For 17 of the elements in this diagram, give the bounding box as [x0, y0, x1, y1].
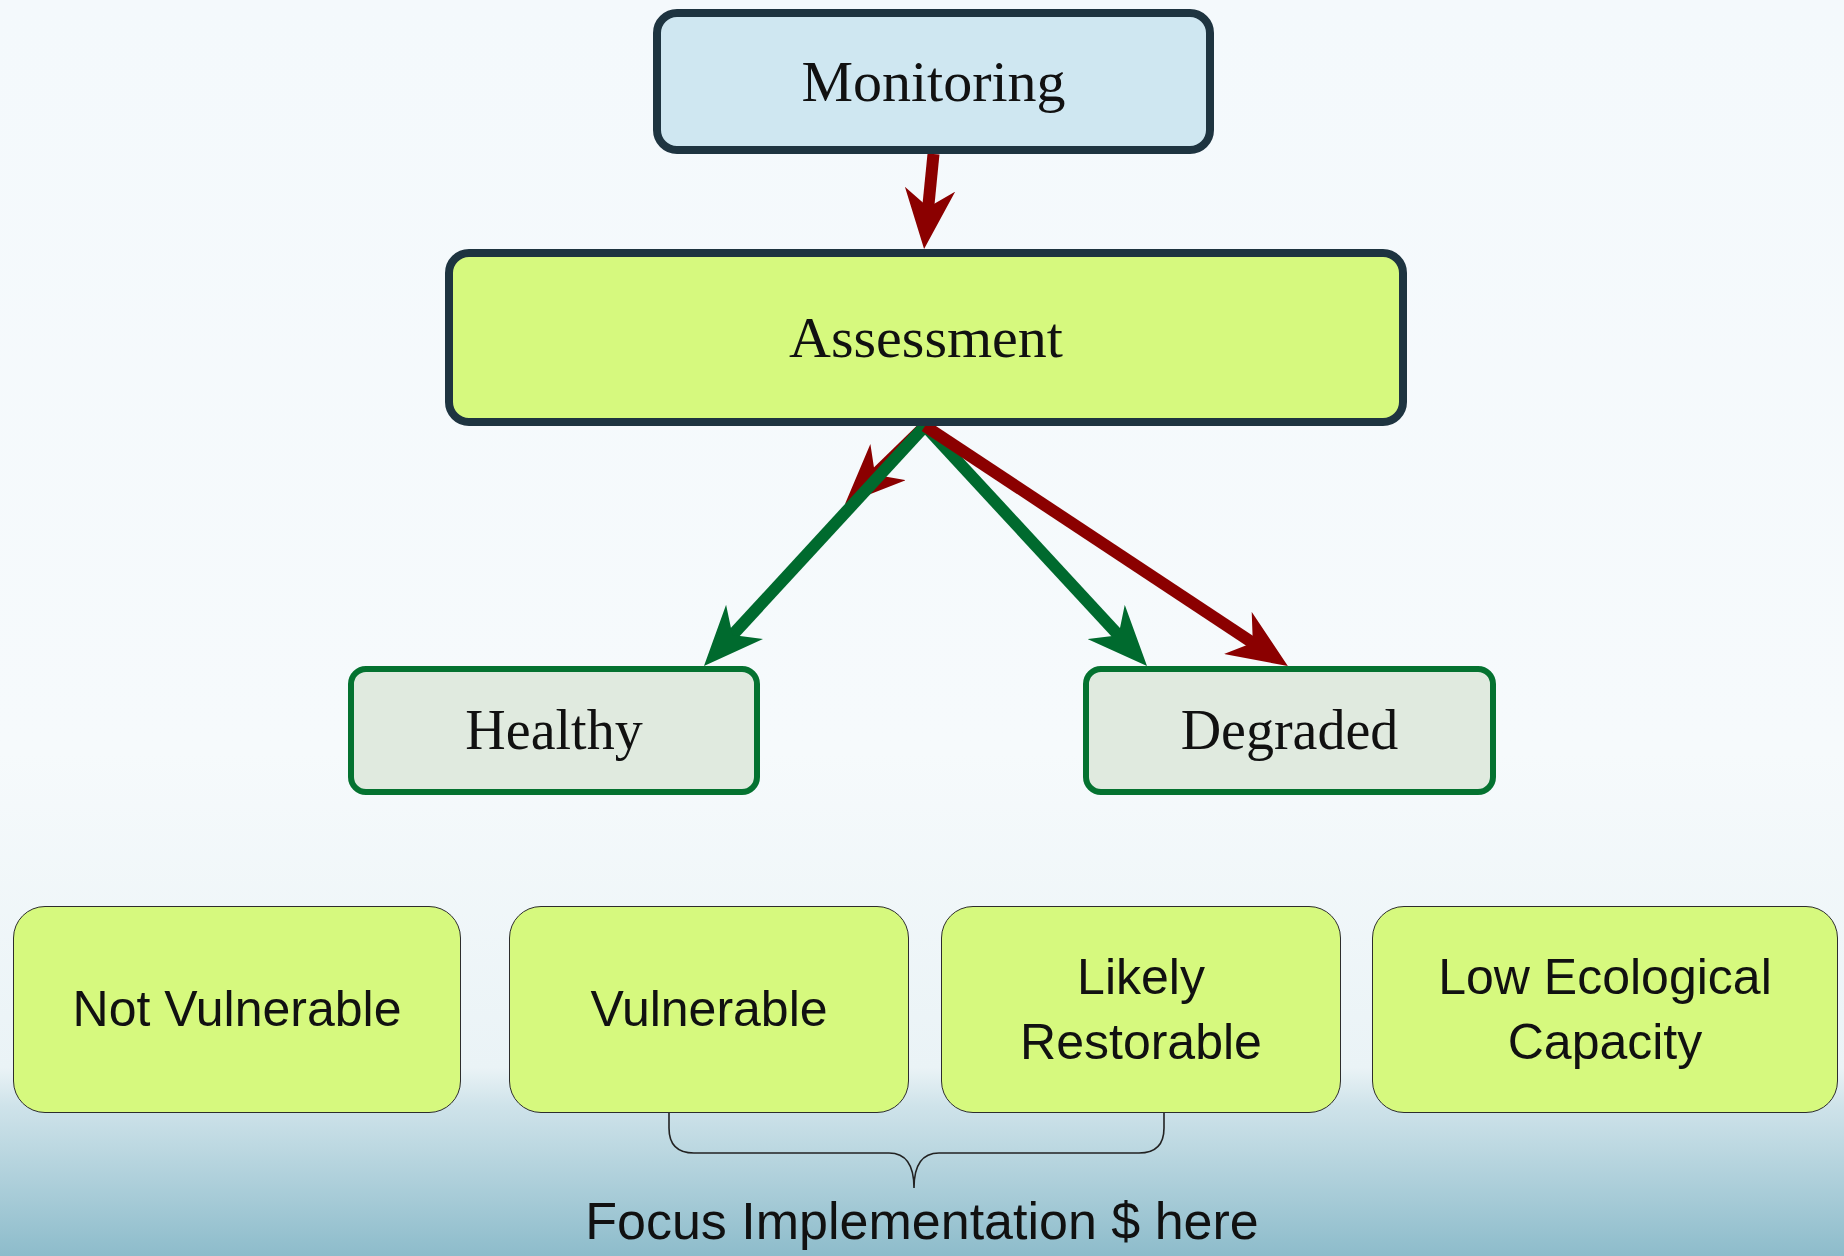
process-box: [445, 249, 1407, 426]
node-label: Low Ecological Capacity: [1437, 947, 1773, 1072]
process-box: [653, 9, 1214, 154]
node-label: Likely Restorable: [1019, 947, 1263, 1072]
category-box: [941, 906, 1341, 1113]
node-label: Assessment: [789, 303, 1063, 372]
note-text: Focus Implementation $ here: [584, 1191, 1260, 1252]
node-label: Healthy: [465, 698, 643, 764]
category-box: [13, 906, 461, 1113]
process-box: [1083, 666, 1496, 795]
category-box: [1372, 906, 1838, 1113]
node-label: Vulnerable: [590, 980, 828, 1039]
node-label: Degraded: [1180, 698, 1399, 764]
process-box: [348, 666, 760, 795]
node-label: Not Vulnerable: [72, 980, 402, 1039]
category-box: [509, 906, 909, 1113]
node-label: Monitoring: [801, 47, 1066, 116]
